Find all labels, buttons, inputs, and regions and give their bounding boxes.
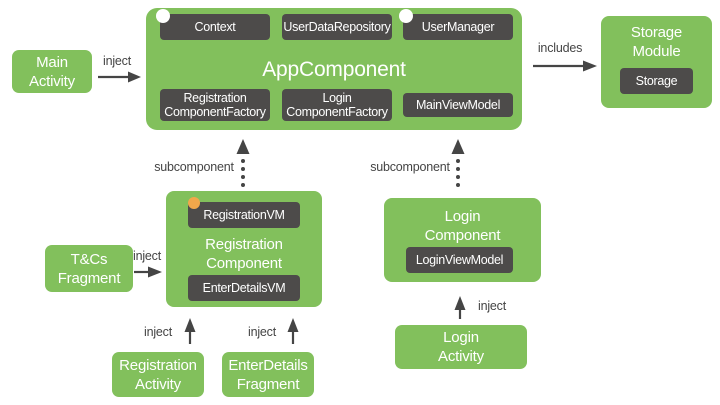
registration-activity-label-line1: Registration bbox=[119, 356, 197, 374]
chip-enterdetailsvm-label: EnterDetailsVM bbox=[202, 281, 286, 295]
tcs-fragment-label-line2: Fragment bbox=[57, 269, 121, 287]
arrow-login-inject bbox=[454, 296, 466, 319]
registration-component-node: RegistrationVM Registration Component En… bbox=[166, 191, 322, 307]
arrow-main-inject bbox=[98, 71, 141, 83]
login-component-title-line2: Component bbox=[424, 227, 501, 244]
login-component-title: Login Component bbox=[384, 207, 541, 245]
main-activity-label-line2: Activity bbox=[29, 72, 75, 90]
chip-usermanager-label: UserManager bbox=[421, 20, 495, 34]
arrow-reg-activity-inject bbox=[184, 318, 196, 344]
chip-storage: Storage bbox=[620, 68, 693, 94]
chip-registration-componentfactory-line1: Registration bbox=[183, 91, 247, 105]
chip-registration-componentfactory: Registration ComponentFactory bbox=[160, 89, 270, 121]
chip-registrationvm: RegistrationVM bbox=[188, 202, 300, 228]
storage-module-title-line1: Storage bbox=[630, 24, 683, 41]
main-activity-node: Main Activity bbox=[12, 50, 92, 93]
login-component-node: Login Component LoginViewModel bbox=[384, 198, 541, 282]
edge-label-reg-activity-inject: inject bbox=[144, 325, 172, 339]
app-component-node: Context UserDataRepository UserManager A… bbox=[146, 8, 522, 130]
edge-label-subcomponent-registration: subcomponent bbox=[154, 160, 234, 174]
chip-enterdetailsvm: EnterDetailsVM bbox=[188, 275, 300, 301]
enterdetails-fragment-label-line2: Fragment bbox=[236, 375, 300, 393]
edge-label-login-inject: inject bbox=[478, 299, 506, 313]
login-activity-label-line2: Activity bbox=[438, 348, 484, 365]
arrow-enterdetails-inject bbox=[287, 318, 299, 344]
edge-label-main-inject: inject bbox=[103, 54, 131, 68]
registration-activity-label-line2: Activity bbox=[135, 375, 181, 393]
chip-login-componentfactory: Login ComponentFactory bbox=[282, 89, 392, 121]
chip-login-componentfactory-line2: ComponentFactory bbox=[286, 105, 388, 119]
registration-component-title: Registration Component bbox=[166, 235, 322, 273]
login-activity-node: Login Activity bbox=[395, 325, 527, 369]
registration-component-title-line2: Component bbox=[206, 255, 282, 272]
chip-mainviewmodel: MainViewModel bbox=[403, 93, 513, 117]
singleton-scope-dot-context bbox=[156, 9, 170, 23]
chip-loginviewmodel-label: LoginViewModel bbox=[415, 253, 504, 267]
arrow-includes bbox=[533, 60, 597, 72]
chip-storage-label: Storage bbox=[635, 74, 678, 88]
login-activity-label-line1: Login bbox=[443, 329, 479, 346]
chip-usermanager: UserManager bbox=[403, 14, 513, 40]
arrow-subcomponent-login bbox=[451, 139, 465, 187]
activity-scope-dot-registrationvm bbox=[188, 197, 200, 209]
edge-label-subcomponent-login: subcomponent bbox=[370, 160, 450, 174]
chip-context-label: Context bbox=[194, 20, 236, 34]
storage-module-title-line2: Module bbox=[632, 43, 681, 60]
singleton-scope-dot-usermanager bbox=[399, 9, 413, 23]
enterdetails-fragment-node: EnterDetails Fragment bbox=[222, 352, 314, 397]
arrow-tcs-inject bbox=[134, 266, 162, 278]
enterdetails-fragment-label-line1: EnterDetails bbox=[228, 356, 308, 374]
chip-context: Context bbox=[160, 14, 270, 40]
chip-loginviewmodel: LoginViewModel bbox=[406, 247, 513, 273]
edge-label-enterdetails-inject: inject bbox=[248, 325, 276, 339]
chip-registrationvm-label: RegistrationVM bbox=[203, 208, 285, 222]
storage-module-node: Storage Module Storage bbox=[601, 16, 712, 108]
app-component-title: AppComponent bbox=[262, 58, 406, 81]
tcs-fragment-node: T&Cs Fragment bbox=[45, 245, 133, 292]
chip-registration-componentfactory-line2: ComponentFactory bbox=[164, 105, 266, 119]
arrow-subcomponent-registration bbox=[236, 139, 250, 187]
tcs-fragment-label-line1: T&Cs bbox=[70, 250, 108, 268]
edge-label-tcs-inject: inject bbox=[133, 249, 161, 263]
chip-mainviewmodel-label: MainViewModel bbox=[415, 98, 501, 112]
main-activity-label-line1: Main bbox=[36, 53, 68, 71]
chip-login-componentfactory-line1: Login bbox=[322, 91, 352, 105]
chip-userdatarepository-label: UserDataRepository bbox=[283, 20, 391, 34]
registration-activity-node: Registration Activity bbox=[112, 352, 204, 397]
edge-label-includes: includes bbox=[537, 41, 583, 55]
storage-module-title: Storage Module bbox=[601, 23, 712, 61]
chip-userdatarepository: UserDataRepository bbox=[282, 14, 392, 40]
login-component-title-line1: Login bbox=[444, 208, 481, 225]
registration-component-title-line1: Registration bbox=[205, 236, 283, 253]
